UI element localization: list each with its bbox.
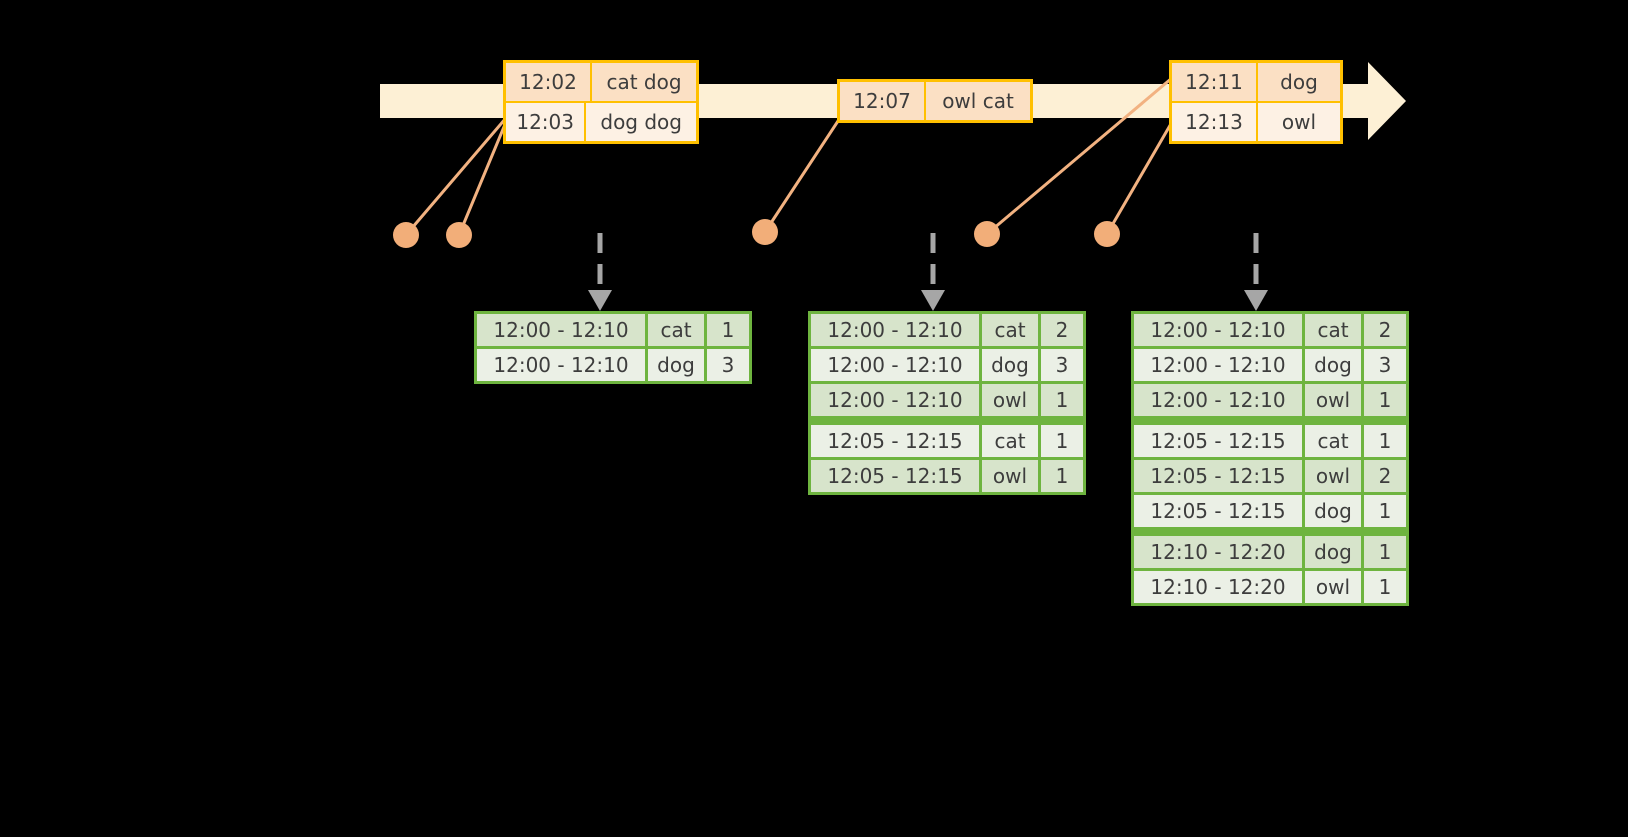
event-words: owl cat (926, 82, 1030, 120)
table-cell-window: 12:00 - 12:10 (811, 384, 979, 416)
table-cell-count: 3 (1041, 349, 1083, 381)
table-cell-window: 12:05 - 12:15 (811, 460, 979, 492)
connector-dot-3 (752, 219, 778, 245)
table-cell-word: owl (1305, 384, 1361, 416)
table-cell-count: 1 (1364, 495, 1406, 527)
table-cell-count: 1 (707, 314, 749, 346)
event-words: cat dog (592, 63, 696, 101)
dashed-arrows (588, 233, 1268, 311)
connector-dot-5 (1094, 221, 1120, 247)
table-cell-window: 12:00 - 12:10 (811, 349, 979, 381)
table-cell-count: 1 (1364, 384, 1406, 416)
event-words: dog (1258, 63, 1340, 101)
connector-dot-4 (974, 221, 1000, 247)
table-cell-count: 2 (1041, 314, 1083, 346)
event-time: 12:11 (1172, 63, 1258, 101)
event-words: owl (1258, 103, 1340, 141)
table-cell-window: 12:00 - 12:10 (1134, 349, 1302, 381)
table-cell-count: 1 (1364, 571, 1406, 603)
table-cell-word: cat (982, 314, 1038, 346)
table-cell-count: 2 (1364, 460, 1406, 492)
window-group-divider (1134, 419, 1406, 422)
table-cell-window: 12:00 - 12:10 (1134, 314, 1302, 346)
table-cell-word: dog (1305, 349, 1361, 381)
table-cell-window: 12:00 - 12:10 (477, 349, 645, 381)
table-cell-count: 3 (1364, 349, 1406, 381)
connector-dot-2 (446, 222, 472, 248)
table-cell-word: dog (982, 349, 1038, 381)
table-cell-window: 12:05 - 12:15 (1134, 495, 1302, 527)
table-cell-word: owl (982, 460, 1038, 492)
table-cell-count: 1 (1364, 536, 1406, 568)
event-time: 12:02 (506, 63, 592, 101)
table-cell-word: dog (1305, 536, 1361, 568)
table-cell-word: owl (1305, 460, 1361, 492)
window-group-divider (1134, 530, 1406, 533)
table-cell-window: 12:10 - 12:20 (1134, 536, 1302, 568)
event-words: dog dog (586, 103, 696, 141)
table-cell-word: dog (648, 349, 704, 381)
table-cell-window: 12:10 - 12:20 (1134, 571, 1302, 603)
dashed-arrow-2 (921, 233, 945, 311)
table-cell-word: owl (982, 384, 1038, 416)
connector-dots (393, 219, 1120, 248)
table-cell-count: 1 (1041, 425, 1083, 457)
table-cell-count: 1 (1041, 460, 1083, 492)
table-cell-window: 12:00 - 12:10 (811, 314, 979, 346)
table-cell-count: 2 (1364, 314, 1406, 346)
table-cell-word: cat (982, 425, 1038, 457)
table-cell-window: 12:05 - 12:15 (811, 425, 979, 457)
table-cell-count: 3 (707, 349, 749, 381)
dashed-arrow-3 (1244, 233, 1268, 311)
event-time: 12:07 (840, 82, 926, 120)
event-time: 12:13 (1172, 103, 1258, 141)
table-cell-window: 12:05 - 12:15 (1134, 460, 1302, 492)
table-cell-count: 1 (1364, 425, 1406, 457)
table-cell-count: 1 (1041, 384, 1083, 416)
dashed-arrow-1 (588, 233, 612, 311)
connector-dot-1 (393, 222, 419, 248)
table-cell-word: dog (1305, 495, 1361, 527)
table-cell-window: 12:00 - 12:10 (1134, 384, 1302, 416)
window-group-divider (811, 419, 1083, 422)
table-cell-word: cat (648, 314, 704, 346)
table-cell-word: cat (1305, 425, 1361, 457)
table-cell-window: 12:00 - 12:10 (477, 314, 645, 346)
event-time: 12:03 (506, 103, 587, 141)
table-cell-window: 12:05 - 12:15 (1134, 425, 1302, 457)
table-cell-word: owl (1305, 571, 1361, 603)
table-cell-word: cat (1305, 314, 1361, 346)
